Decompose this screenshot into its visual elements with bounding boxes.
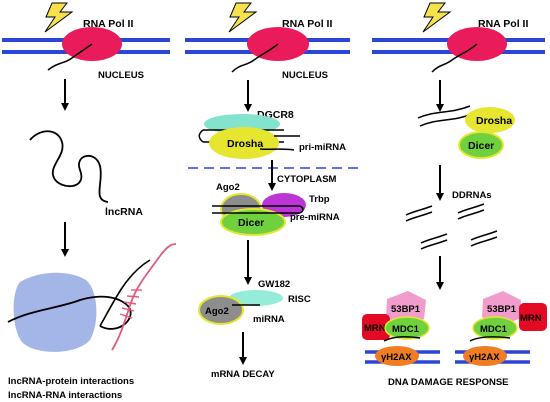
rna-pol-label: RNA Pol II xyxy=(83,18,133,30)
lncrna-bound xyxy=(7,295,132,330)
h2ax-protein xyxy=(463,346,507,366)
ddr-caption: DNA DAMAGE RESPONSE xyxy=(388,377,509,388)
53bp1-label: 53BP1 xyxy=(487,304,517,315)
nucleus-label: NUCLEUS xyxy=(282,70,328,81)
pre-mirna-label: pre-miRNA xyxy=(290,212,340,223)
53bp1-label: 53BP1 xyxy=(391,304,421,315)
gw182-label: GW182 xyxy=(258,279,290,290)
panel-lncrna: RNA Pol II NUCLEUS lncRNA lncRNA-protein… xyxy=(2,2,177,401)
mrna-decay-label: mRNA DECAY xyxy=(211,369,275,380)
lightning-icon xyxy=(44,2,74,33)
lncrna-molecule xyxy=(29,130,109,203)
mrn-label: MRN xyxy=(520,313,542,324)
pre-mirna-strand xyxy=(212,205,304,214)
mdc1-protein xyxy=(384,316,430,340)
rna-pol-label: RNA Pol II xyxy=(478,18,528,30)
drosha-protein xyxy=(465,107,515,133)
lightning-icon xyxy=(422,2,452,33)
drosha-protein xyxy=(209,127,279,159)
cytoplasm-label: CYTOPLASM xyxy=(277,174,337,185)
partner-rna xyxy=(111,243,177,351)
pri-mirna-label: pri-miRNA xyxy=(299,142,346,153)
ago2-risc-protein xyxy=(198,295,244,325)
panel-ddrna: RNA Pol II Drosha Dicer DDRNAs 53BP1 xyxy=(362,2,547,388)
protein-blob xyxy=(13,272,97,352)
mdc1-label: MDC1 xyxy=(392,324,420,335)
rna-pol-label: RNA Pol II xyxy=(282,18,332,30)
panel-mirna: RNA Pol II NUCLEUS DGCR8 Drosha pri-miRN… xyxy=(185,2,362,380)
caption-line-2: lncRNA-RNA interactions xyxy=(8,390,122,401)
base-pairing xyxy=(119,289,142,319)
dicer-label: Dicer xyxy=(238,217,264,229)
dgcr8-protein xyxy=(204,114,280,134)
caption-line-1: lncRNA-protein interactions xyxy=(8,376,134,387)
drosha-label: Drosha xyxy=(476,115,512,127)
mrn-protein xyxy=(519,303,547,331)
ago2-risc-label: Ago2 xyxy=(205,306,229,317)
h2ax-label: γH2AX xyxy=(381,352,412,363)
mdc1-label: MDC1 xyxy=(480,324,508,335)
h2ax-label: γH2AX xyxy=(469,352,500,363)
dsrna-strand xyxy=(417,105,473,127)
dicer-protein xyxy=(220,208,286,236)
trbp-label: Trbp xyxy=(309,194,330,205)
gw182-protein xyxy=(229,290,283,306)
ddr-complex-right: 53BP1 MRN MDC1 γH2AX xyxy=(455,291,547,366)
mrn-label: MRN xyxy=(364,323,386,334)
lightning-icon xyxy=(228,2,258,33)
ago2-label: Ago2 xyxy=(216,182,240,193)
nascent-rna xyxy=(431,43,478,73)
nascent-rna xyxy=(231,43,279,73)
risc-label: RISC xyxy=(288,294,311,305)
lncrna-label: lncRNA xyxy=(105,206,143,218)
pri-mirna-tail xyxy=(259,135,300,151)
mrn-protein xyxy=(362,314,390,340)
ddrna-fragments xyxy=(405,203,498,250)
h2ax-protein xyxy=(375,346,419,366)
rna-strand xyxy=(469,336,511,342)
mdc1-protein xyxy=(472,316,518,340)
ddrnas-label: DDRNAs xyxy=(452,190,492,201)
dicer-label: Dicer xyxy=(468,140,494,152)
nucleus-label: NUCLEUS xyxy=(98,70,144,81)
dicer-protein xyxy=(458,131,504,159)
drosha-label: Drosha xyxy=(227,138,263,150)
lncrna-hairpin xyxy=(99,259,151,327)
mirna-label: miRNA xyxy=(253,314,285,325)
ddr-complex-left: 53BP1 MRN MDC1 γH2AX xyxy=(362,291,440,366)
rna-strand xyxy=(383,336,421,342)
nascent-rna xyxy=(47,43,93,71)
